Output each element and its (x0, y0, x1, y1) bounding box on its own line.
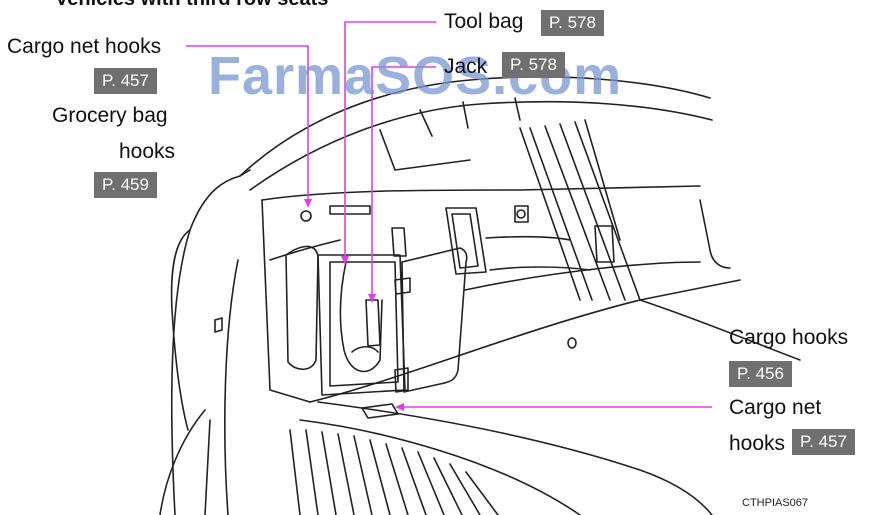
jack-label: Jack (444, 55, 488, 78)
tool-bag-label: Tool bag (444, 10, 524, 33)
cargo-hooks-label: Cargo hooks (729, 326, 849, 349)
cargo-hooks-page-ref[interactable]: P. 456 (729, 361, 792, 387)
section-heading: Vehicles with third row seats (55, 0, 328, 11)
cargo-net-hooks-bottom-label-line1: Cargo net (729, 396, 822, 419)
cargo-net-hooks-bottom-page-ref[interactable]: P. 457 (792, 429, 855, 455)
cargo-net-hooks-label: Cargo net hooks (7, 35, 162, 58)
grocery-bag-hooks-label-line1: Grocery bag (52, 104, 168, 127)
jack-page-ref[interactable]: P. 578 (502, 52, 565, 78)
cargo-net-hooks-bottom-label-line2: hooks (729, 432, 786, 455)
grocery-bag-hooks-page-ref[interactable]: P. 459 (94, 172, 157, 198)
figure-code: CTHPIAS067 (742, 497, 809, 509)
cargo-net-hooks-page-ref[interactable]: P. 457 (94, 68, 157, 94)
tool-bag-page-ref[interactable]: P. 578 (541, 10, 604, 36)
grocery-bag-hooks-label-line2: hooks (119, 140, 176, 163)
